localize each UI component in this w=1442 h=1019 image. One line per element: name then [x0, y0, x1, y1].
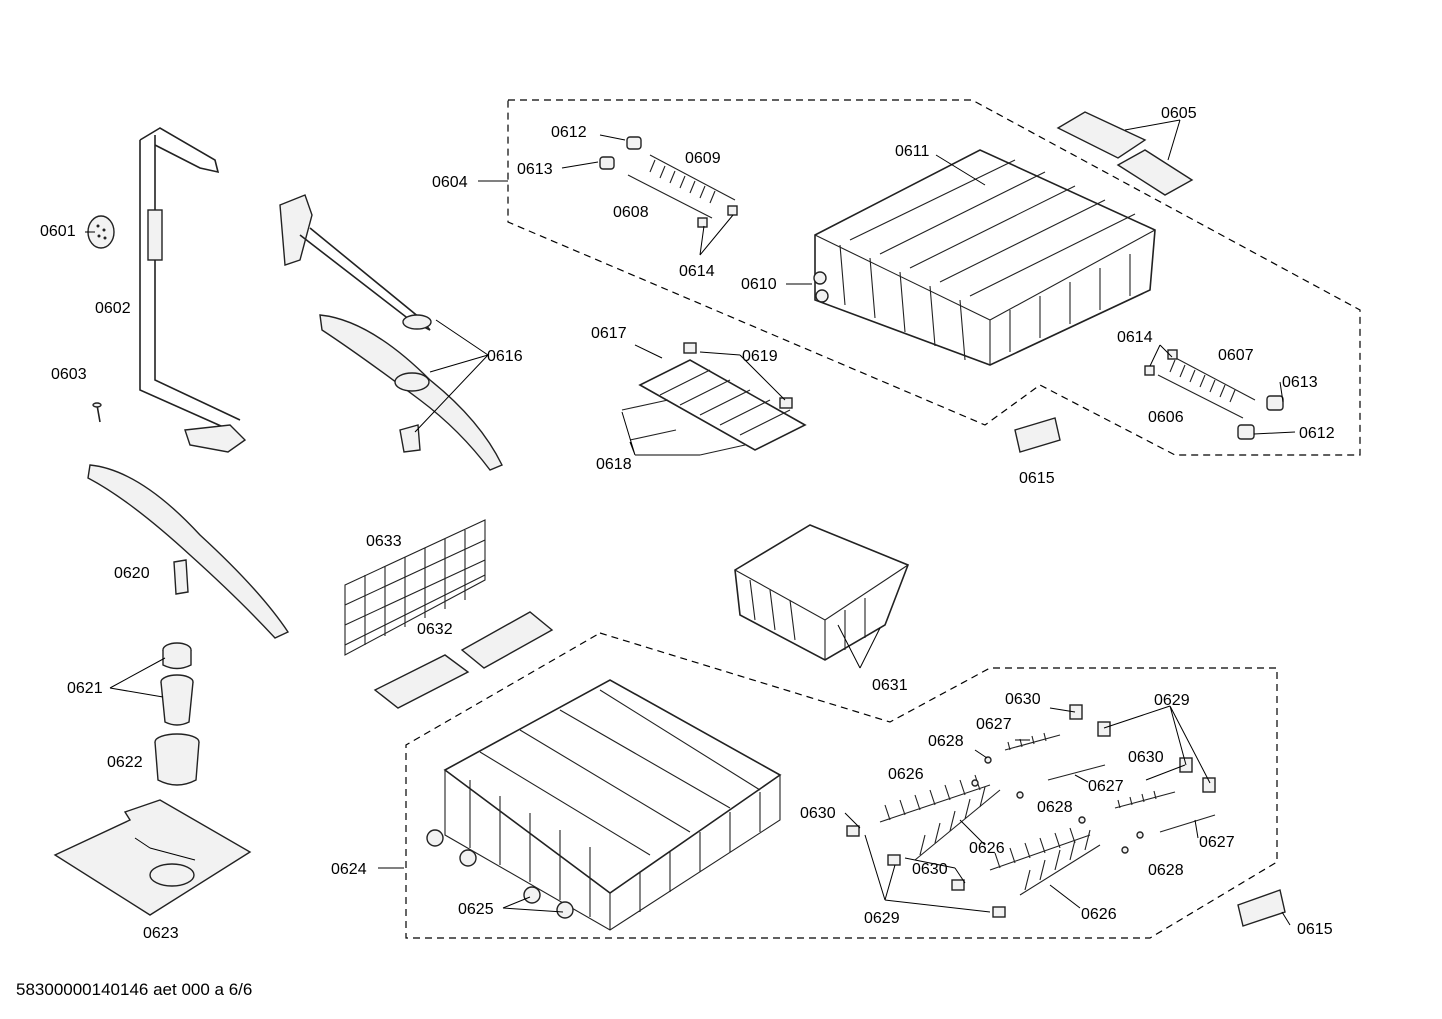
label-0623: 0623: [143, 925, 179, 942]
label-0630-a: 0630: [1005, 691, 1041, 708]
label-0627-c: 0627: [1199, 834, 1235, 851]
part-0624-lower-rack: [443, 679, 782, 931]
label-0625: 0625: [458, 901, 494, 918]
label-0616: 0616: [487, 348, 523, 365]
part-labels: 0601 0602 0603 0604 0605 0606 0607 0608 …: [40, 105, 1335, 942]
label-0626-b: 0626: [969, 840, 1005, 857]
leader-lines: [85, 119, 1296, 926]
label-0624: 0624: [331, 861, 367, 878]
label-0609: 0609: [685, 150, 721, 167]
part-0623-flat-filter: [53, 799, 252, 916]
label-0629-a: 0629: [1154, 692, 1190, 709]
label-0601: 0601: [40, 223, 76, 240]
part-0615-handles: [1014, 417, 1286, 927]
part-0625-wheels: [426, 829, 574, 919]
label-0604: 0604: [432, 174, 468, 191]
label-0613-upper: 0613: [517, 161, 553, 178]
part-0610-upper-rack: [813, 149, 1156, 366]
label-0628-b: 0628: [1037, 799, 1073, 816]
label-0626-c: 0626: [1081, 906, 1117, 923]
label-0630-b: 0630: [1128, 749, 1164, 766]
lower-rack-group-outline: [405, 632, 1278, 939]
label-0602: 0602: [95, 300, 131, 317]
label-0611: 0611: [895, 143, 930, 160]
label-0603: 0603: [51, 366, 87, 383]
part-0633-grid-divider: [344, 519, 486, 656]
label-0628-a: 0628: [928, 733, 964, 750]
part-0617-cup-shelf: [621, 342, 807, 456]
label-0632: 0632: [417, 621, 453, 638]
label-0628-c: 0628: [1148, 862, 1184, 879]
part-tine-rows-upper: [627, 154, 1256, 419]
part-0621-filter: [160, 642, 194, 726]
label-0605: 0605: [1161, 105, 1197, 122]
label-0608: 0608: [613, 204, 649, 221]
label-0633: 0633: [366, 533, 402, 550]
label-0620: 0620: [114, 565, 150, 582]
upper-rack-group-outline: [507, 99, 1361, 456]
label-0612-lower: 0612: [1299, 425, 1335, 442]
label-0606: 0606: [1148, 409, 1184, 426]
label-0621: 0621: [67, 680, 103, 697]
label-0612-upper: 0612: [551, 124, 587, 141]
label-0617: 0617: [591, 325, 627, 342]
label-0607: 0607: [1218, 347, 1254, 364]
part-0602-feed-pipe: [139, 127, 247, 453]
document-footer-id: 58300000140146 aet 000 a 6/6: [16, 980, 253, 999]
label-0614-lower: 0614: [1117, 329, 1153, 346]
label-0627-b: 0627: [1088, 778, 1124, 795]
part-0631-cutlery-basket: [734, 524, 910, 661]
part-0622-fine-filter: [154, 733, 200, 786]
label-0626-a: 0626: [888, 766, 924, 783]
part-0616-spray-arm-assembly: [279, 194, 503, 471]
label-0631: 0631: [872, 677, 908, 694]
label-0615-lower: 0615: [1297, 921, 1333, 938]
label-0618: 0618: [596, 456, 632, 473]
part-0603-screw: [92, 402, 102, 423]
label-0629-b: 0629: [864, 910, 900, 927]
part-0632-rack-inserts: [373, 611, 554, 709]
label-0627-a: 0627: [976, 716, 1012, 733]
label-0619: 0619: [742, 348, 778, 365]
part-clips-lower: [846, 704, 1216, 918]
label-0610: 0610: [741, 276, 777, 293]
label-0615-upper: 0615: [1019, 470, 1055, 487]
label-0630-d: 0630: [912, 861, 948, 878]
part-0605-rack-inserts: [1056, 111, 1194, 196]
group-outlines: [405, 99, 1361, 939]
label-0630-c: 0630: [800, 805, 836, 822]
label-0613-lower: 0613: [1282, 374, 1318, 391]
part-tine-racks-lower: [879, 732, 1216, 896]
label-0622: 0622: [107, 754, 143, 771]
label-0614-upper: 0614: [679, 263, 715, 280]
part-0620-lower-spray-arm: [87, 464, 290, 639]
